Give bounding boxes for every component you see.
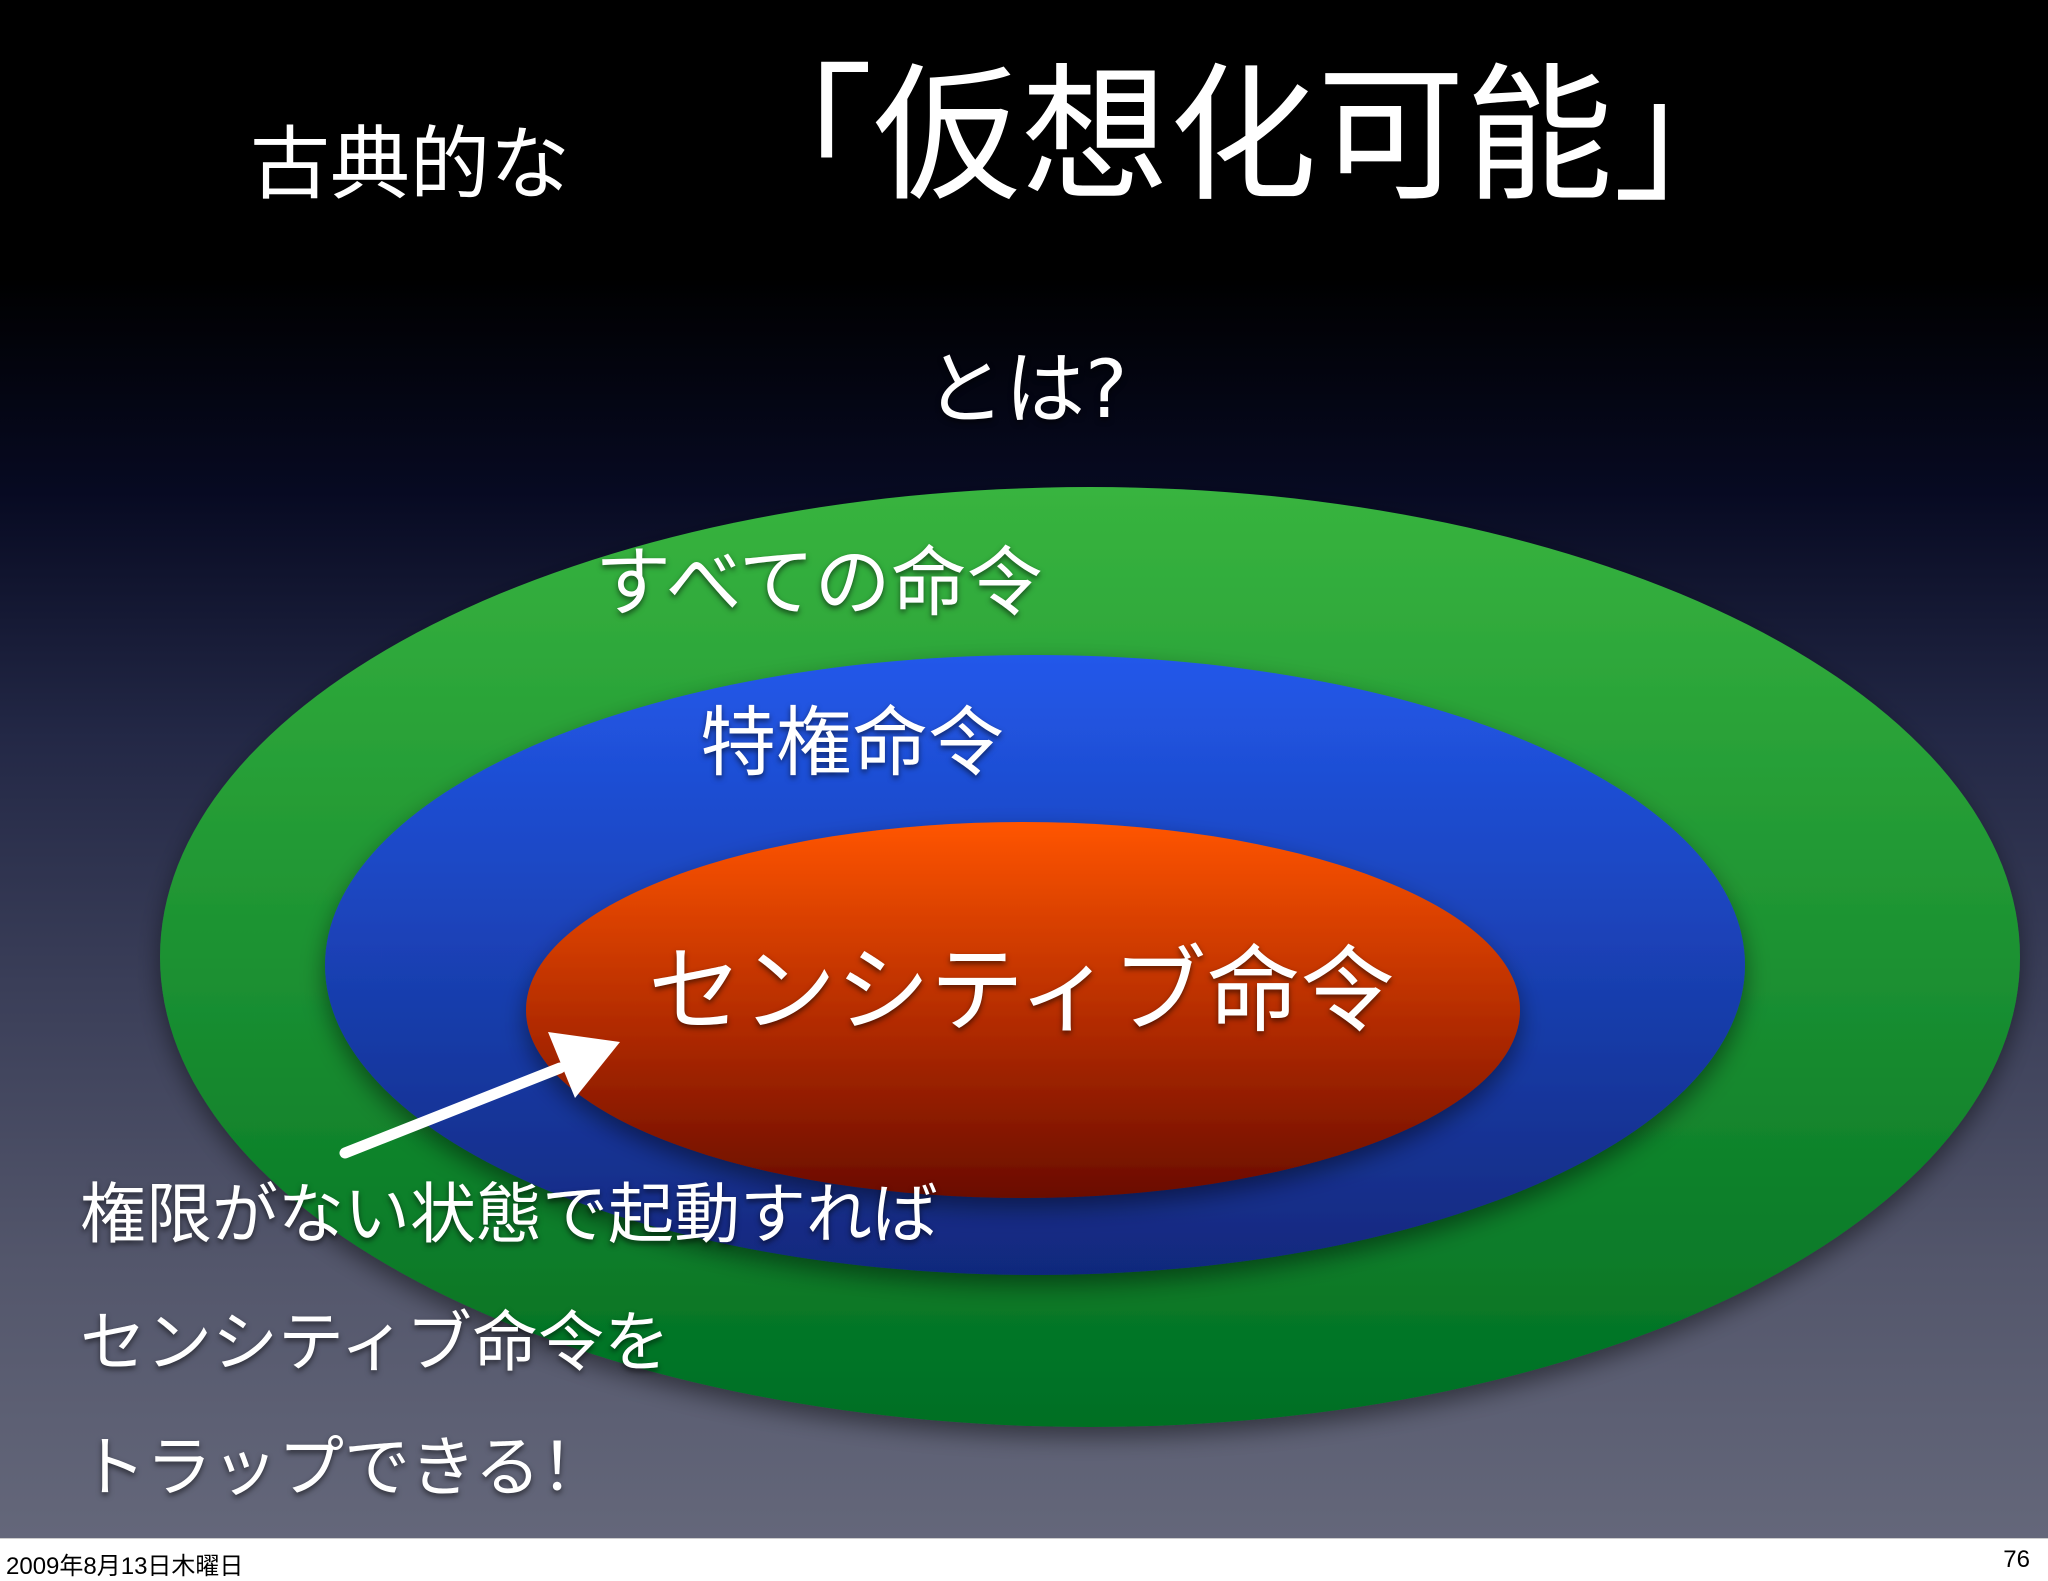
arrow-icon xyxy=(339,1032,620,1159)
title-prefix: 古典的な xyxy=(250,118,570,211)
footer-bar: 2009年8月13日木曜日 76 xyxy=(0,1538,2048,1580)
nested-ellipse-diagram xyxy=(160,487,2020,1427)
title-main: 「仮想化可能」 xyxy=(725,50,1761,222)
all-instructions-label: すべての命令 xyxy=(595,538,1043,627)
page-number: 76 xyxy=(2003,1546,2030,1573)
note-line: トラップできる！ xyxy=(80,1429,607,1506)
slide: 古典的な 「仮想化可能」 とは? すべての命令 特権命令 センシティブ命令 権限… xyxy=(0,0,2048,1538)
sensitive-instructions-ellipse xyxy=(526,822,1520,1198)
note-line: 権限がない状態で起動すれば xyxy=(80,1176,938,1253)
sensitive-instructions-label: センシティブ命令 xyxy=(648,937,1395,1046)
privileged-instructions-label: 特権命令 xyxy=(700,698,1004,787)
title-suffix: とは? xyxy=(925,343,1128,436)
note-line: センシティブ命令を xyxy=(80,1304,671,1381)
